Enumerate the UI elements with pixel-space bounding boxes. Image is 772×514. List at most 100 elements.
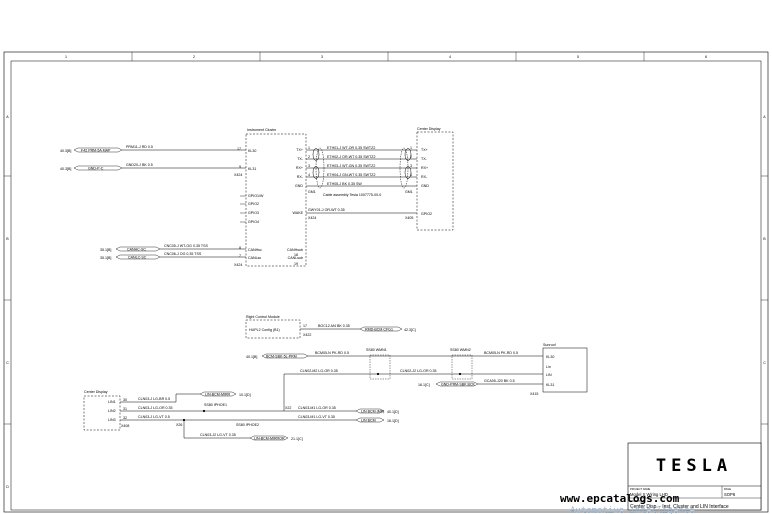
ic-pin-num-1: 1 (308, 146, 310, 150)
ref-lin-bcm3: 16.1[D] (387, 419, 399, 423)
splice-wmn2: SS80 WMN2 (450, 348, 471, 352)
wire-kl31: GND20-J BK 0.5 (126, 163, 153, 167)
cd-lin-pin3: LIN3 (108, 418, 116, 422)
rcm-label: Right Control Module (246, 315, 280, 319)
cd-pin-gnd: GND (421, 184, 429, 188)
row-label-d: D (6, 485, 9, 489)
ic-pin-num-9: 9 (239, 165, 241, 169)
rcm-conn: X422 (303, 333, 311, 337)
ic-pin-gpio2: GPIO2 (248, 202, 259, 206)
wire-eth5: ETH05-J BK 0.35 SW (327, 182, 362, 186)
ic-pin-kl31: KL31 (248, 167, 256, 171)
ref-lin-mirr: 21.1[C] (291, 437, 303, 441)
ic-wake-conn: X424 (308, 216, 316, 220)
cd-lin-num3: 32 (123, 416, 127, 420)
watermark-faint: Automotive Intelligence (570, 506, 695, 514)
ic-conn-label-2: X424 (234, 263, 242, 267)
offpage-fuse: F42 PRM-5A MAP (81, 149, 111, 153)
ref-canh: 35.1[B] (100, 248, 111, 252)
ic-pin-num-19: 19 (294, 262, 298, 266)
offpage-lin-bcm3: LIN BCM (361, 419, 376, 423)
col-label-5: 5 (577, 55, 579, 59)
wire-kl30c: BCM05-N PK-RD 0.5 (484, 351, 518, 355)
row-label-c-right: C (763, 361, 766, 365)
ic-pin-tx-minus: TX- (297, 157, 304, 161)
ic-pin-num-8: 8 (239, 246, 241, 250)
row-label-b-right: B (763, 237, 766, 241)
tesla-logo: TESLA (656, 456, 732, 476)
wire-kl30b: BCM05-N PK-RD 0.5 (315, 351, 349, 355)
wire-canh: CNC05-J WT-OG 0.35 TSS (164, 244, 208, 248)
cd-lin-conn: X408 (121, 424, 129, 428)
ref-gnd-sun: 16.1[C] (418, 383, 430, 387)
splice-wmn1: SS80 WMN1 (366, 348, 387, 352)
page-title-label: PAGE TITLE (630, 499, 645, 503)
ic-pin-gnd: GND (295, 184, 303, 188)
wire-lin-a: CLN02-M2 LG-OR 0.35 (300, 369, 338, 373)
cd-pin-gpio2: GPIO2 (421, 212, 432, 216)
wire-lin4: CLN03-M1 LG-OR 0.35 (298, 406, 336, 410)
ic-pin-gpio3: GPIO3 (248, 211, 259, 215)
ic-pin-wake: WAKE (293, 211, 304, 215)
wire-eth3: ETH03-J WT-GN 0.35 SWTZ2 (327, 164, 375, 168)
instrument-cluster-label: Instrument Cluster (247, 128, 277, 132)
outer-frame (3, 51, 769, 513)
offpage-hud: RMD-BCM CFG1 (365, 328, 393, 332)
cable-assembly-note: Cable assembly Tesla 1007775-00-0 (323, 193, 381, 197)
col-label-2: 2 (193, 55, 195, 59)
sunroof-pin-lin2: LIN (546, 373, 552, 377)
cd-shield: GM1 (405, 190, 413, 194)
instrument-cluster: Instrument Cluster KL30 17 KL31 9 GPIO1/… (234, 128, 316, 267)
cd-lin-num2: 31 (123, 407, 127, 411)
rcm-pin-num: 17 (303, 324, 307, 328)
offpage-canh: CANHC-SC (127, 248, 146, 252)
project-name: Model S Wiring LHD (630, 492, 668, 497)
can-wires: 35.1[B] CANHC-SC CNC05-J WT-OG 0.35 TSS … (100, 244, 246, 260)
splice-x26: X26 (176, 423, 182, 427)
offpage-kl30: BCM-SBK-5L-PRM (266, 355, 297, 359)
page-label: PAGE (724, 487, 731, 491)
ref-fuse: 40.3[B] (60, 149, 71, 153)
row-label-c: C (6, 361, 9, 365)
wire-eth2: ETH02-J OR-WT 0.35 SWTZ2 (327, 155, 375, 159)
cd-lin-num1: 30 (123, 398, 127, 402)
col-label-6: 6 (705, 55, 707, 59)
sunroof-label: Sunroof (543, 343, 556, 347)
wire-lin5: CLN03-M1 LG-VT 0.35 (298, 415, 335, 419)
wire-canl: CNC06-J OG 0.35 TSS (164, 252, 202, 256)
ref-kl30: 40.1[B] (246, 355, 257, 359)
splice-iphoe1: SS80 IPHOE1 (204, 403, 227, 407)
cd-lin-pin2: LIN2 (108, 409, 116, 413)
wire-wake: GWY01-J OR-WT 0.35 (308, 208, 345, 212)
cd-pin-tx-minus: TX- (421, 157, 428, 161)
ic-pin-canl: CANLsc (248, 256, 261, 260)
ic-pin-num-7: 7 (239, 254, 241, 258)
center-display: Center Display TX+ 1 TX- 2 RX+ 3 RX- 4 G… (405, 127, 454, 231)
row-label-a: A (6, 115, 9, 119)
project-label: PROJECT NAME (630, 487, 651, 491)
wire-lin-b: CLN02-J2 LG-OR 0.35 (400, 369, 437, 373)
ic-pin-rx-minus: RX- (297, 175, 304, 179)
cd-pin-rx-minus: RX- (421, 175, 428, 179)
rcm-pin-name: HUPL2 Config (B1) (249, 328, 280, 332)
wire-eth4: ETH04-J GN-WT 0.35 SWTZ2 (327, 173, 375, 177)
ref-lin-bcm2: 40.1[D] (387, 410, 399, 414)
splice-iphoe2: SS80 IPHOE2 (236, 423, 259, 427)
splice-x22: X22 (285, 406, 291, 410)
ic-pin-canh: CANHsc (248, 248, 262, 252)
lin-section: 40.1[B] BCM-SBK-5L-PRM BCM05-N PK-RD 0.5… (83, 343, 588, 441)
offpage-canl: CANLC-SC (128, 256, 147, 260)
col-label-3: 3 (321, 55, 323, 59)
ic-power-wires: 40.3[B] F42 PRM-5A MAP PRM11-J RD 0.5 40… (60, 145, 246, 171)
sunroof-pin-kl31: KL31 (546, 383, 554, 387)
ic-pin-gpio4: GPIO4 (248, 220, 259, 224)
title-block: TESLA PROJECT NAME Model S Wiring LHD PA… (627, 442, 762, 511)
ic-pin-canl-sub: CANLsub (288, 256, 303, 260)
cd-pin-rx-plus: RX+ (421, 166, 428, 170)
cd-lin-pin1: LIN1 (108, 400, 116, 404)
wire-eth1: ETH01-J WT-OR 0.35 SWTZ2 (327, 146, 375, 150)
offpage-gnd: GND-P-C (88, 167, 104, 171)
ic-pin-num-17: 17 (237, 147, 241, 151)
center-display-label: Center Display (417, 127, 441, 131)
wire-lin6: CLN03-J2 LG-VT 0.35 (200, 433, 236, 437)
